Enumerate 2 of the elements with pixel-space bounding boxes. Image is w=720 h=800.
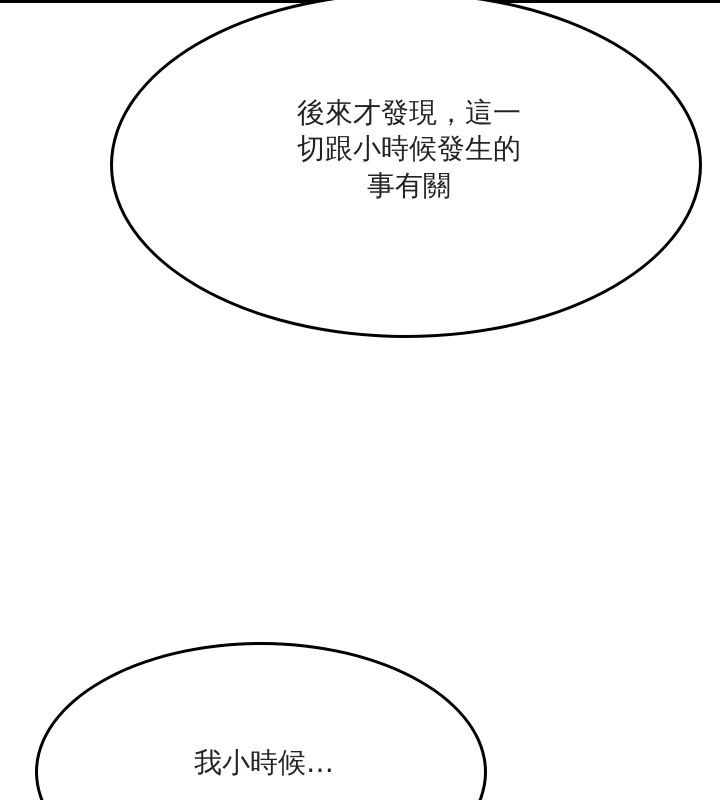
bubble-text: 我小時候… [193,745,335,781]
bubble-text: 後來才發現，這一切跟小時候發生的事有關 [296,95,522,204]
